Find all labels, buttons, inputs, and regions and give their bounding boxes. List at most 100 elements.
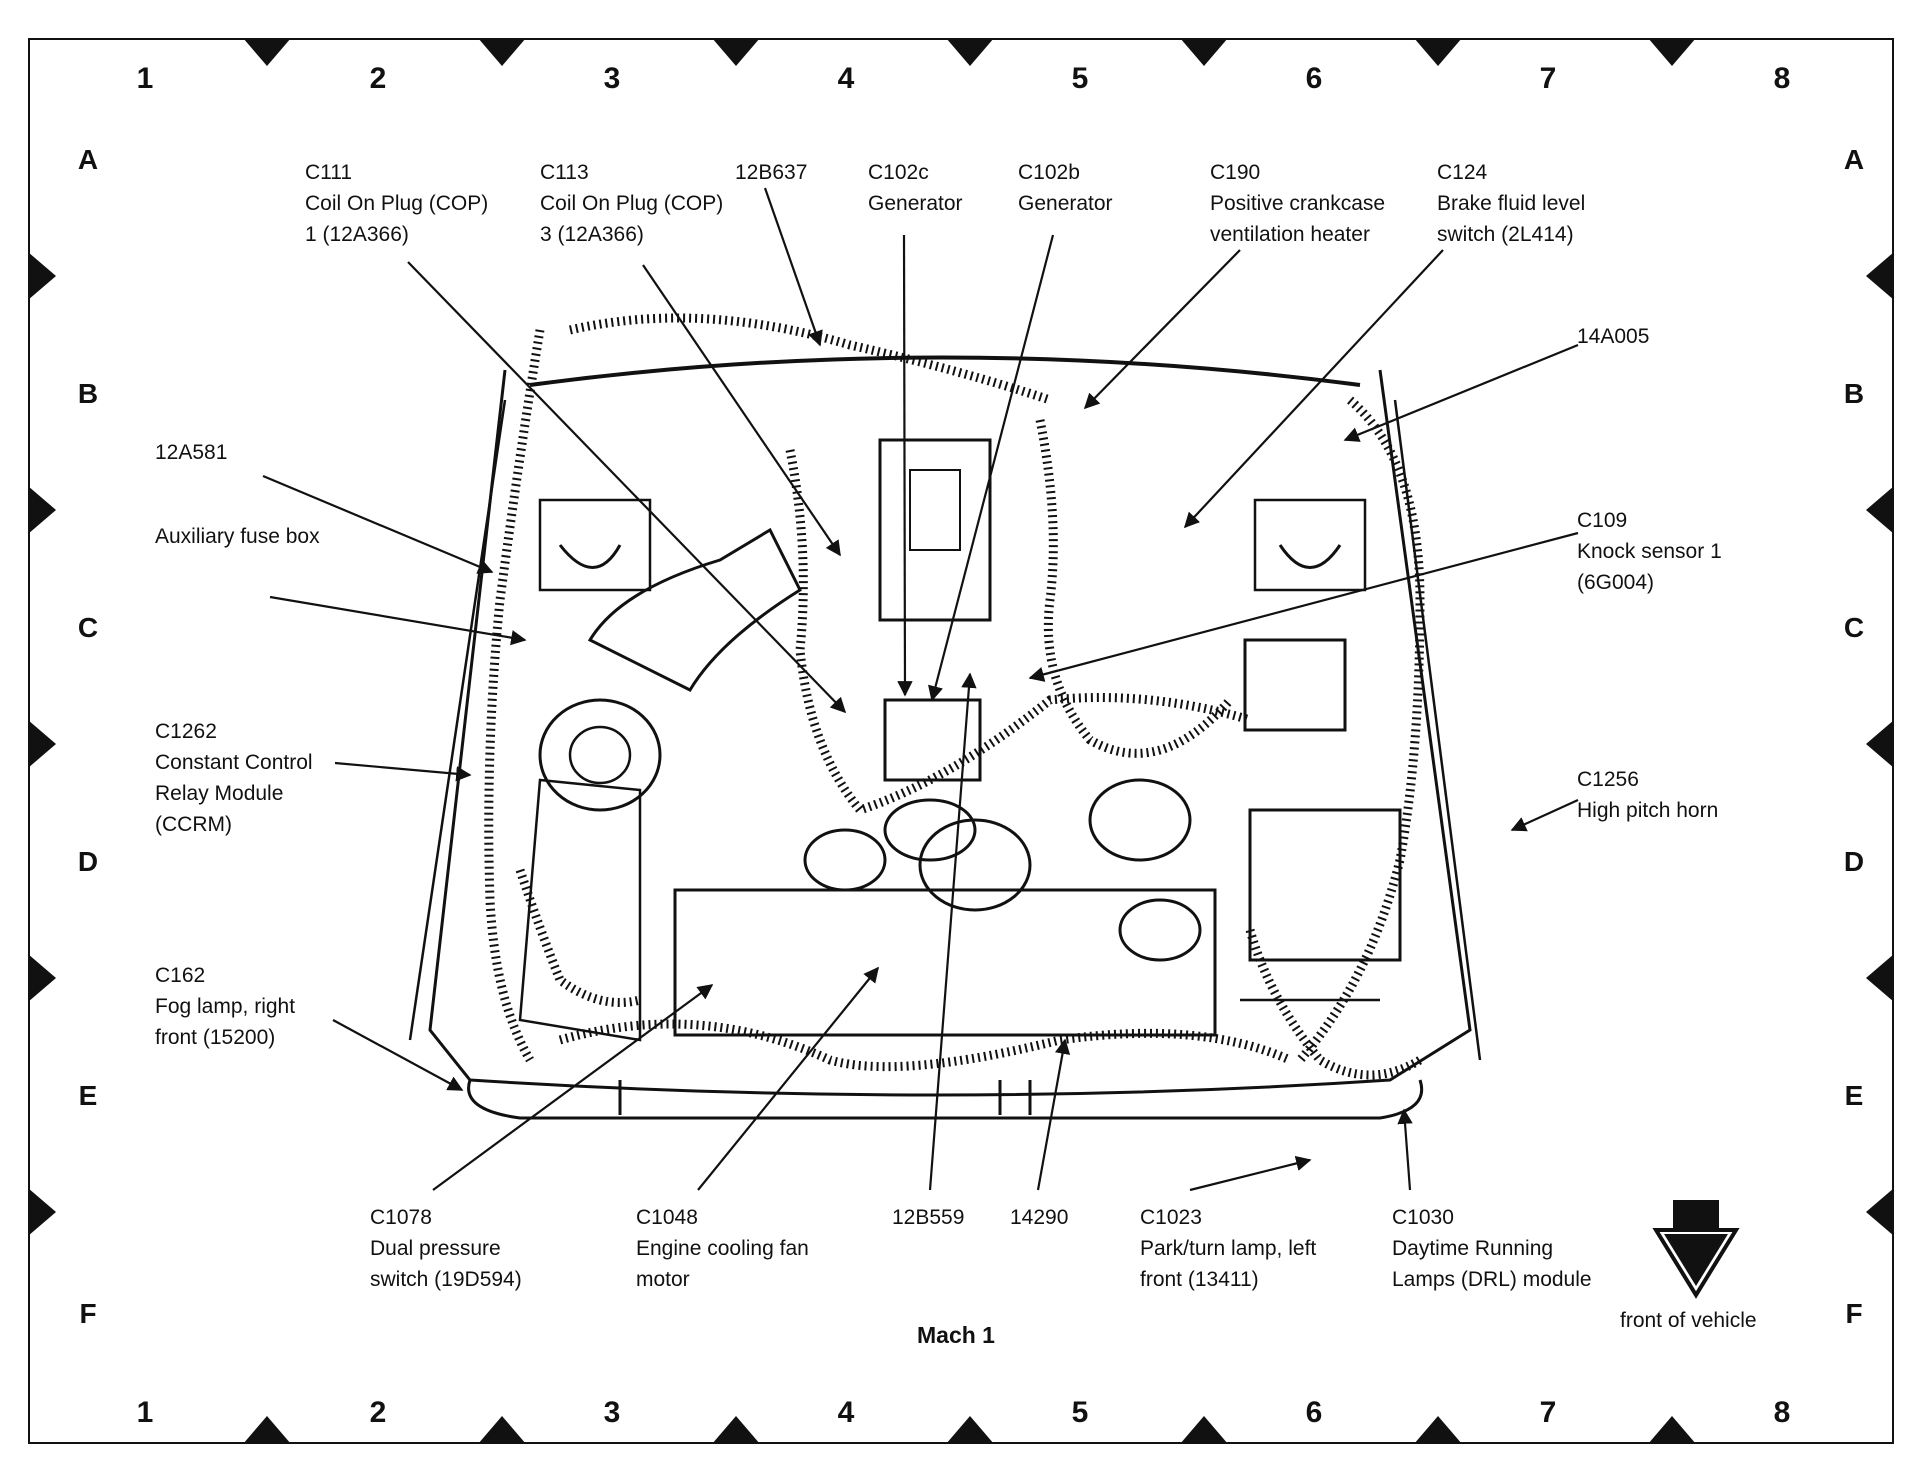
grid-row-right: A [1843,144,1865,175]
leader-c111 [407,261,847,714]
leader-c1262 [334,761,472,782]
leader-c1078 [432,984,714,1191]
callout-c190-id: C190 [1210,161,1261,184]
callout-c111-desc: Coil On Plug (COP) [305,192,489,215]
grid-row-right: B [1843,378,1865,409]
callout-c124: C124 Brake fluid level switch (2L414) [1437,157,1585,250]
callout-c1030-desc: Lamps (DRL) module [1392,1268,1592,1291]
grid-row-right: D [1843,846,1865,877]
leader-c113 [642,264,841,557]
grid-row-left: A [77,144,99,175]
grid-row-right: F [1845,1298,1863,1329]
callout-c1023-id: C1023 [1140,1206,1202,1229]
callout-c1262-desc: Constant Control [155,751,313,774]
callout-12b559-id: 12B559 [892,1206,965,1229]
diagram-title: Mach 1 [917,1322,995,1348]
callout-12a581-id: 12A581 [155,441,228,464]
callout-c190: C190 Positive crankcase ventilation heat… [1210,157,1385,250]
grid-col-top: 2 [369,62,387,95]
leader-c1048 [697,966,879,1191]
callout-c102c-id: C102c [868,161,929,184]
callout-c102c: C102c Generator [868,157,963,219]
leader-c1023 [1189,1155,1312,1192]
leader-c124 [1183,249,1444,529]
harness-engine-right [1035,419,1234,758]
callout-c113-desc: 3 (12A366) [540,223,644,246]
callout-14290-id: 14290 [1010,1206,1069,1229]
callout-c113-id: C113 [540,161,589,184]
leader-14a005 [1343,343,1579,442]
callout-12b637: 12B637 [735,157,807,188]
harness-main-top [568,313,1052,405]
grid-col-top: 4 [837,62,855,95]
harness-left-side [484,329,545,1063]
callout-c1048-desc: Engine cooling fan [636,1237,809,1260]
leader-14290 [1036,1038,1071,1191]
leader-c102b [928,234,1055,702]
callout-c162-desc: front (15200) [155,1026,276,1049]
grid-row-left: F [79,1298,97,1329]
callout-c1048-id: C1048 [636,1206,698,1229]
callout-c1023-desc: front (13411) [1140,1268,1259,1291]
grid-row-left: E [78,1080,98,1111]
callout-c1262: C1262 Constant Control Relay Module (CCR… [155,716,313,840]
callout-c124-desc: Brake fluid level [1437,192,1586,215]
callout-c109: C109 Knock sensor 1 (6G004) [1577,505,1722,598]
grid-col-bottom: 4 [837,1396,855,1429]
grid-row-right: E [1844,1080,1864,1111]
battery [1243,638,1347,732]
leader-c1030 [1397,1108,1413,1191]
callout-c162: C162 Fog lamp, right front (15200) [155,960,295,1053]
callout-14a005: 14A005 [1577,321,1649,352]
leader-aux-fuse [269,595,527,646]
callout-c1030-desc: Daytime Running [1392,1237,1554,1260]
body-outline [428,369,1472,1097]
leader-c102c [897,234,913,697]
callout-c1023-desc: Park/turn lamp, left [1140,1237,1317,1260]
fuse-box-right [1248,808,1402,962]
grid-row-left: B [77,378,99,409]
callout-aux-fuse: Auxiliary fuse box [155,521,320,552]
callout-c190-desc: Positive crankcase [1210,192,1386,215]
callout-c102b-id: C102b [1018,161,1080,184]
leader-12b637 [763,187,823,347]
callout-c1078-id: C1078 [370,1206,432,1229]
callout-c1256-id: C1256 [1577,768,1639,791]
callout-c1078: C1078 Dual pressure switch (19D594) [370,1202,522,1295]
leader-c162 [332,1019,464,1091]
callout-c109-desc: Knock sensor 1 [1577,540,1722,563]
firewall [529,355,1361,387]
callout-c1030: C1030 Daytime Running Lamps (DRL) module [1392,1202,1592,1295]
grid-col-bottom: 8 [1773,1396,1791,1429]
air-intake-tube [587,527,802,692]
callout-c1048-desc: motor [636,1268,690,1291]
grid-col-top: 1 [136,62,154,95]
harness-front [558,1019,1292,1072]
callout-12a581: 12A581 [155,437,227,468]
harness-lower-left [515,868,642,1007]
callout-12b637-id: 12B637 [735,161,808,184]
callout-c1262-desc: Relay Module [155,782,284,805]
callout-c124-id: C124 [1437,161,1488,184]
callout-c102c-desc: Generator [868,192,963,215]
callout-c1078-desc: switch (19D594) [370,1268,522,1291]
leader-12a581 [262,474,494,574]
callout-c1262-id: C1262 [155,720,217,743]
intake-manifold [878,438,992,622]
front-of-vehicle-arrow-icon [1652,1200,1740,1299]
callout-14290: 14290 [1010,1202,1068,1233]
callout-c102b: C102b Generator [1018,157,1113,219]
grid-col-bottom: 7 [1539,1396,1557,1429]
grid-col-top: 6 [1305,62,1323,95]
callout-c111: C111 Coil On Plug (COP) 1 (12A366) [305,157,488,250]
grid-col-top: 3 [603,62,621,95]
callout-c190-desc: ventilation heater [1210,223,1370,246]
callout-c1048: C1048 Engine cooling fan motor [636,1202,809,1295]
callout-c111-id: C111 [305,161,353,184]
harness-right-side [1296,396,1425,1063]
callout-aux-fuse-desc: Auxiliary fuse box [155,525,320,548]
callout-c1078-desc: Dual pressure [370,1237,501,1260]
leader-c190 [1083,249,1241,410]
leader-c109 [1028,531,1579,682]
